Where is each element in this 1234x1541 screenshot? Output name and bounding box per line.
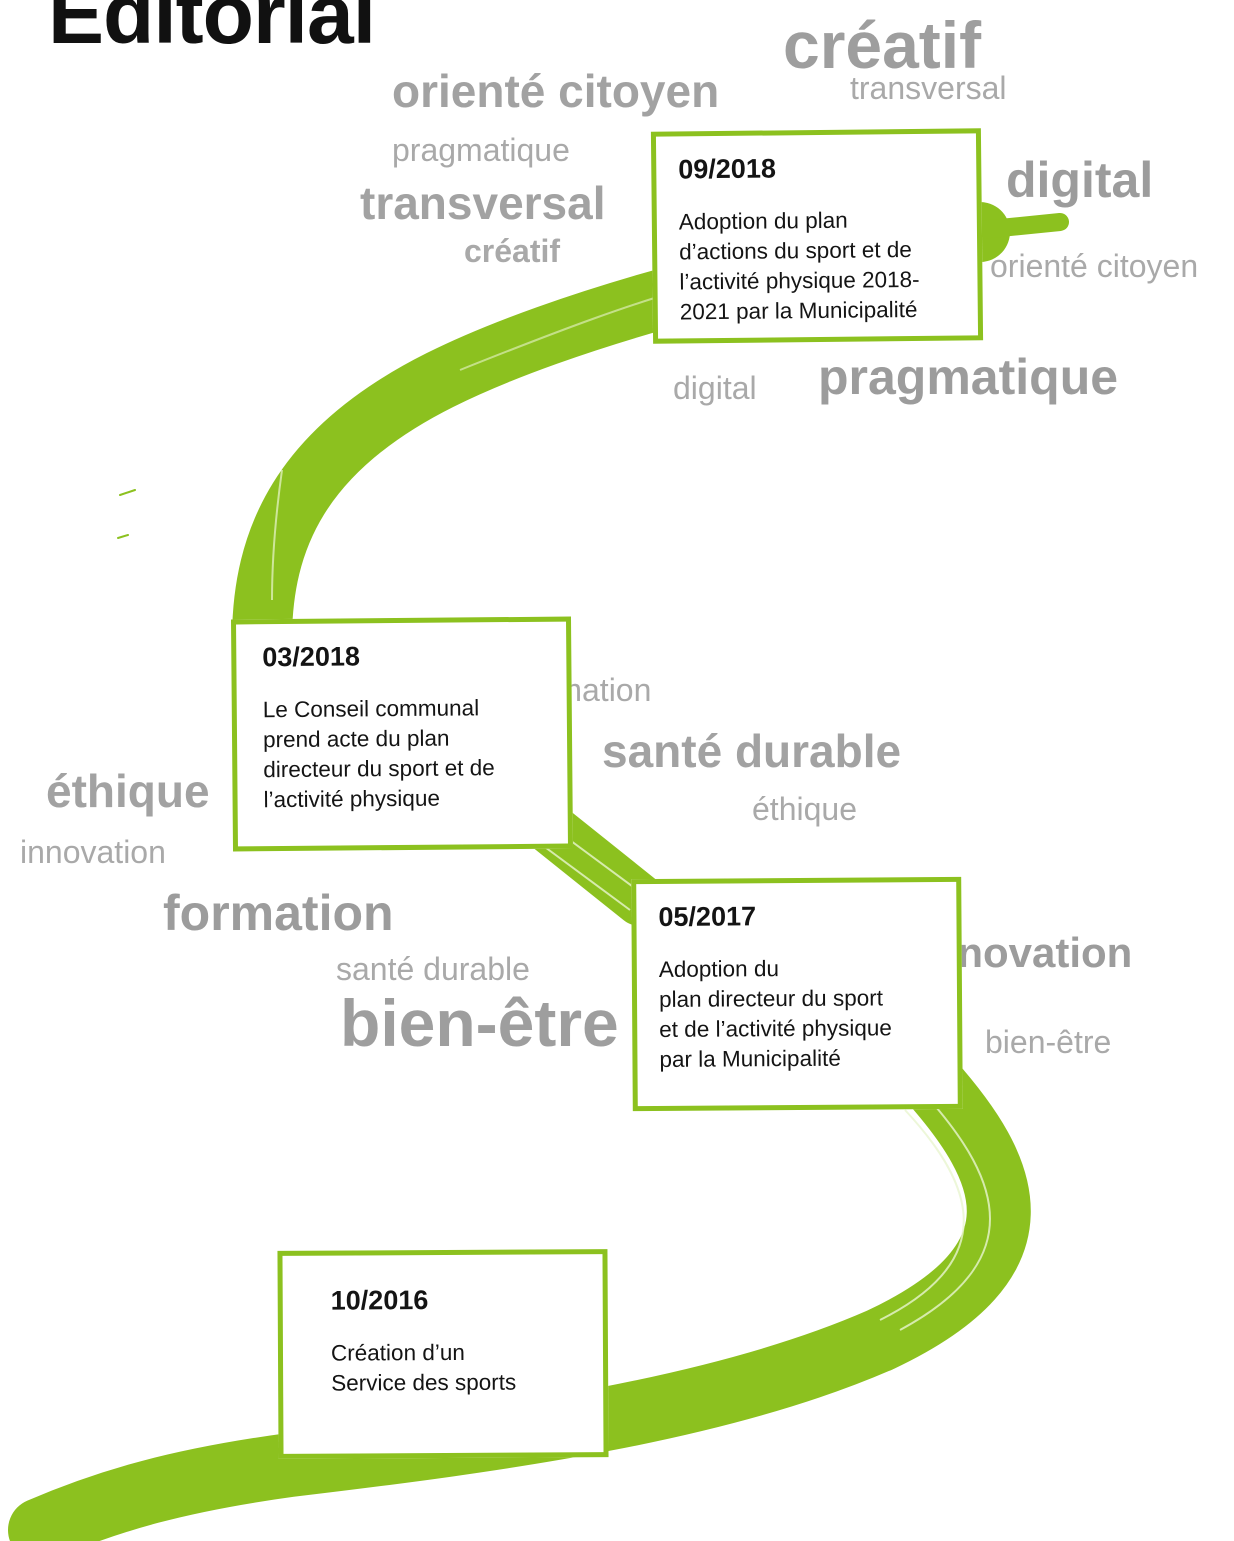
milestone-card: 10/2016 Création d’un Service des sports [277,1249,609,1459]
keyword: digital [673,370,757,406]
milestone-text: Création d’un Service des sports [330,1339,517,1396]
keyword: bien-être [340,986,619,1060]
page-title: Editorial [48,0,376,61]
road-stroke [8,1048,1031,1541]
keyword: éthique [752,791,857,827]
keyword: formation [163,885,394,941]
milestone-card: 05/2017 Adoption du plan directeur du sp… [631,876,963,1112]
keyword: digital [1006,152,1154,208]
keyword: créatif [783,8,982,82]
milestone-date: 05/2017 [658,901,757,932]
keyword: éthique [46,765,210,817]
road-texture [971,213,1069,239]
milestone-text: Le Conseil communal prend acte du plan d… [262,695,495,813]
milestone-card: 03/2018 Le Conseil communal prend acte d… [230,616,574,852]
road-texture [899,1099,991,1331]
milestone-date: 10/2016 [330,1285,429,1316]
road-texture [879,1109,965,1321]
keyword: transversal [850,70,1007,106]
keyword: santé durable [602,725,902,777]
keyword: innovation [20,834,166,870]
keyword: pragmatique [392,132,570,168]
milestone-card: 09/2018 Adoption du plan d’actions du sp… [650,128,984,344]
keyword: orienté citoyen [990,248,1199,284]
keyword: orienté citoyen [392,65,720,117]
milestone-date: 03/2018 [262,641,361,673]
keyword: santé durable [336,951,530,987]
keyword: bien-être [985,1024,1112,1060]
milestone-date: 09/2018 [678,153,777,185]
milestone-text: Adoption du plan d’actions du sport et d… [678,207,920,325]
road-texture [119,489,136,496]
keyword: transversal [360,177,606,229]
keyword: créatif [464,233,561,269]
keyword: pragmatique [818,349,1119,405]
milestone-text: Adoption du plan directeur du sport et d… [658,956,892,1072]
road-texture [117,534,129,539]
road-texture [271,469,283,601]
